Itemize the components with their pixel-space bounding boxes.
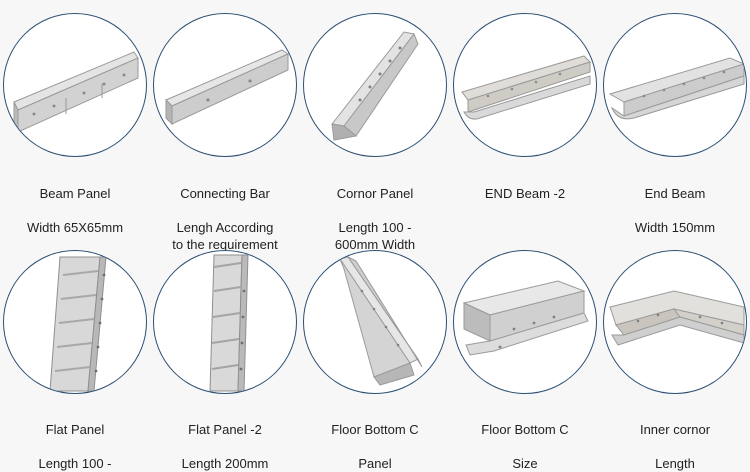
- flat-panel-2-image: [153, 250, 297, 394]
- flat-panel-image: [3, 250, 147, 394]
- product-detail: Width 150mm: [634, 220, 716, 235]
- product-name: Inner cornor: [639, 422, 711, 437]
- product-caption: Floor Bottom C Size: [450, 404, 600, 472]
- product-name: Connecting Bar: [180, 186, 270, 201]
- product-detail: Panel: [358, 456, 392, 471]
- product-detail: Length 100 -: [38, 456, 112, 471]
- connecting-bar-image: [153, 13, 297, 157]
- product-detail: Length 200mm: [181, 456, 269, 471]
- product-detail: Length: [655, 456, 695, 471]
- product-caption: END Beam -2: [450, 168, 600, 236]
- product-grid: Beam Panel Width 65X65mm Connecting Bar …: [0, 13, 750, 471]
- product-detail: Width 65X65mm: [26, 220, 124, 235]
- end-beam-2-image: [453, 13, 597, 157]
- product-caption: Inner cornor Length: [600, 404, 750, 472]
- product-detail: Lengh According to the requirement: [172, 220, 278, 252]
- end-beam-image: [603, 13, 747, 157]
- beam-panel-image: [3, 13, 147, 157]
- product-name: Flat Panel: [45, 422, 105, 437]
- product-name: Beam Panel: [39, 186, 111, 201]
- product-name: Floor Bottom C: [331, 422, 419, 437]
- product-name: END Beam -2: [484, 186, 566, 201]
- cornor-panel-image: [303, 13, 447, 157]
- floor-bottom-c-size-image: [453, 250, 597, 394]
- product-detail: Size: [512, 456, 538, 471]
- product-name: Floor Bottom C: [481, 422, 569, 437]
- product-caption: Flat Panel -2 Length 200mm: [150, 404, 300, 472]
- product-name: End Beam: [644, 186, 706, 201]
- floor-bottom-c-panel-image: [303, 250, 447, 394]
- product-caption: Beam Panel Width 65X65mm: [0, 168, 150, 236]
- product-caption: Flat Panel Length 100 -: [0, 404, 150, 472]
- product-caption: Floor Bottom C Panel: [300, 404, 450, 472]
- product-name: Flat Panel -2: [188, 422, 262, 437]
- product-caption: Connecting Bar Lengh According to the re…: [150, 168, 300, 253]
- product-name: Cornor Panel: [336, 186, 414, 201]
- inner-cornor-image: [603, 250, 747, 394]
- product-caption: End Beam Width 150mm: [600, 168, 750, 236]
